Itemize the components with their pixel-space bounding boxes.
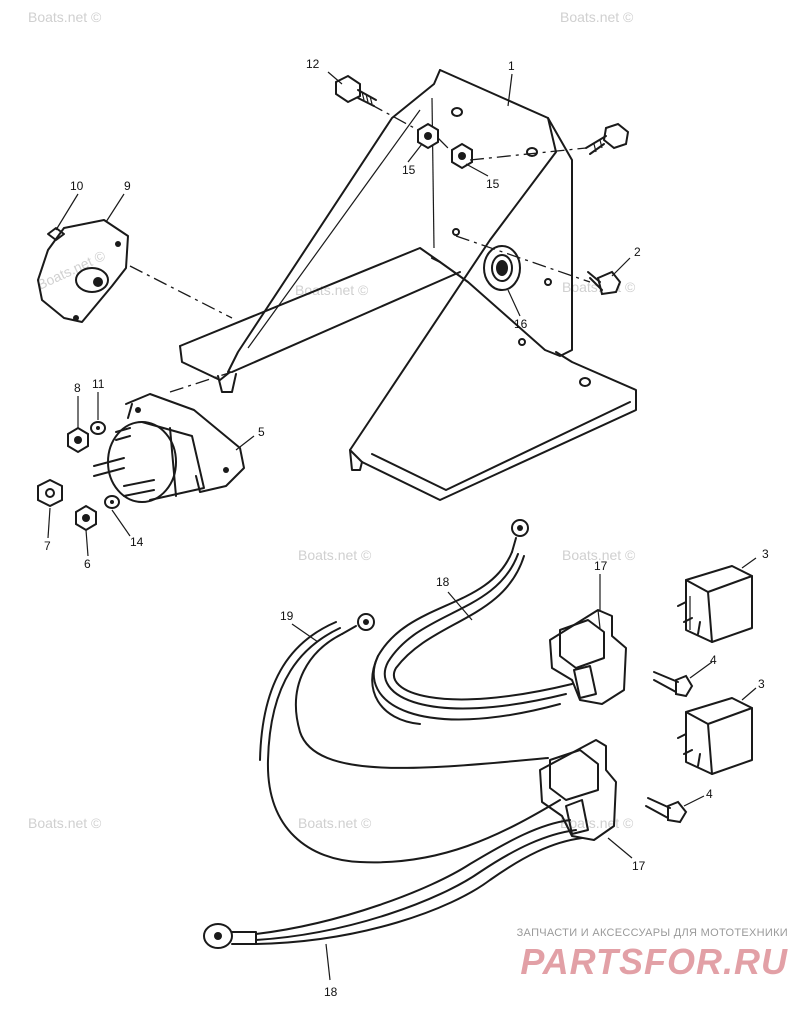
callout-1: 1 [508,59,515,73]
watermark: Boats.net © [28,9,102,25]
callout-12: 12 [306,57,320,71]
leader-lines [47,71,757,981]
bolt-top-right [585,122,630,155]
watermark: Boats.net © [560,815,634,831]
solenoid-small [37,219,129,323]
callout-16: 16 [514,317,528,331]
callout-17: 17 [594,559,608,573]
callout-10: 10 [70,179,84,193]
wire-harness [203,519,583,949]
callout-15: 15 [486,177,500,191]
screw-2 [587,270,622,296]
callout-4: 4 [706,787,713,801]
callout-7: 7 [44,539,51,553]
callout-3: 3 [758,677,765,691]
watermark: Boats.net © [298,815,372,831]
watermark: Boats.net © [28,815,102,831]
callout-3: 3 [762,547,769,561]
screw-4b [645,797,688,824]
callout-4: 4 [710,653,717,667]
assembly-lines [129,103,591,393]
watermark: Boats.net © [560,9,634,25]
callout-8: 8 [74,381,81,395]
relay-lower [677,697,753,775]
callout-9: 9 [124,179,131,193]
watermark: Boats.net © [295,282,369,298]
callout-6: 6 [84,557,91,571]
mounting-bracket [179,69,637,501]
solenoid-main [93,393,245,503]
brand-tagline: ЗАПЧАСТИ И АКСЕССУАРЫ ДЛЯ МОТОТЕХНИКИ [516,927,788,939]
connector-lower [539,739,617,841]
bolt-12 [335,74,377,107]
callout-18: 18 [436,575,450,589]
relay-upper [677,565,753,643]
callout-15: 15 [402,163,416,177]
callout-5: 5 [258,425,265,439]
watermark: Boats.net © [298,547,372,563]
callout-labels: 1 2 3 3 4 4 5 6 7 8 9 10 11 12 14 15 15 … [44,57,769,999]
fasteners-left [37,421,120,532]
nut-15b [451,142,473,170]
callout-19: 19 [280,609,294,623]
callout-11: 11 [92,377,105,391]
callout-14: 14 [130,535,144,549]
grommet [483,245,521,291]
connector-upper [549,609,627,705]
callout-18: 18 [324,985,338,999]
screw-4a [653,671,694,698]
callout-17: 17 [632,859,646,873]
brand-logo: PARTSFOR.RU [520,941,788,982]
watermark: Boats.net © [562,547,636,563]
callout-2: 2 [634,245,641,259]
nut-15a [417,122,439,150]
